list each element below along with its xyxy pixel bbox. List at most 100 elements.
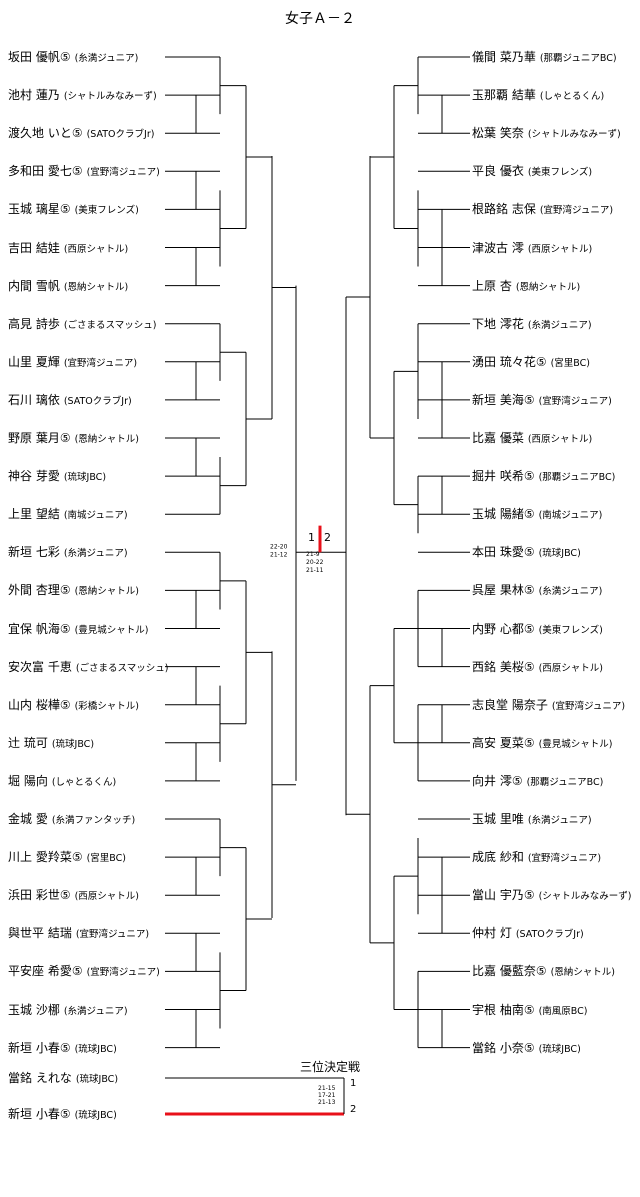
player-name: 浜田 彩世⑤ xyxy=(8,888,71,903)
player-name: 玉那覇 結華 xyxy=(472,88,536,103)
player-name: 神谷 芽愛 xyxy=(8,469,60,484)
right-entrant-23: 當山 宇乃⑤(シャトルみなみーず) xyxy=(472,888,632,904)
left-entrant-13: 上里 望結(南城ジュニア) xyxy=(8,507,128,523)
club-name: (琉球JBC) xyxy=(74,1043,117,1055)
left-entrant-11: 野原 葉月⑤(恩納シャトル) xyxy=(8,431,139,447)
left-entrant-21: 金城 愛(糸満ファンタッチ) xyxy=(8,812,135,828)
right-entrant-12: 掘井 咲希⑤(那覇ジュニアBC) xyxy=(472,469,615,485)
club-name: (SATOクラブJr) xyxy=(63,395,132,407)
club-name: (SATOクラブJr) xyxy=(86,129,155,141)
club-name: (宜野湾ジュニア) xyxy=(75,929,150,941)
club-name: (美東フレンズ) xyxy=(74,205,139,217)
player-name: 掘井 咲希⑤ xyxy=(472,469,535,484)
final-game-score: 21-12 xyxy=(270,551,288,558)
right-entrant-22: 成底 紗和(宜野湾ジュニア) xyxy=(472,850,601,866)
final-game-score: 20-22 xyxy=(306,559,324,566)
left-entrant-20: 堀 陽向(しゃとるくん) xyxy=(8,774,116,790)
right-entrant-20: 向井 澪⑤(那覇ジュニアBC) xyxy=(472,774,603,790)
player-name: 玉城 沙梛 xyxy=(8,1002,60,1017)
left-entrant-6: 吉田 結娃(西原シャトル) xyxy=(8,241,128,257)
club-name: (宜野湾ジュニア) xyxy=(63,357,138,369)
third-place-entrant-1: 當銘 えれな(琉球JBC) xyxy=(8,1071,118,1087)
player-name: 本田 珠愛⑤ xyxy=(472,545,535,560)
player-name: 當銘 えれな xyxy=(8,1071,72,1085)
player-name: 儀間 菜乃華 xyxy=(472,50,536,64)
club-name: (南城ジュニア) xyxy=(63,510,128,522)
club-name: (恩納シャトル) xyxy=(74,586,139,598)
third-place-game-score: 21-15 xyxy=(318,1085,336,1092)
club-name: (那覇ジュニアBC) xyxy=(526,776,604,788)
left-entrant-18: 山内 桜樺⑤(彩橋シャトル) xyxy=(8,698,139,714)
player-name: 新垣 小春⑤ xyxy=(8,1107,71,1121)
final-game-score: 22-20 xyxy=(270,543,288,550)
left-entrant-7: 内間 雪帆(恩納シャトル) xyxy=(8,279,128,295)
left-entrant-14: 新垣 七彩(糸満ジュニア) xyxy=(8,545,128,561)
right-entrant-10: 新垣 美海⑤(宜野湾ジュニア) xyxy=(472,393,612,409)
club-name: (美東フレンズ) xyxy=(538,624,603,636)
left-entrant-27: 新垣 小春⑤(琉球JBC) xyxy=(8,1041,117,1057)
player-name: 川上 愛羚菜⑤ xyxy=(8,850,83,865)
right-entrant-19: 高安 夏菜⑤(豊見城シャトル) xyxy=(472,736,613,752)
club-name: (南風原BC) xyxy=(538,1005,588,1017)
right-entrant-13: 玉城 陽緒⑤(南城ジュニア) xyxy=(472,507,602,523)
club-name: (彩橋シャトル) xyxy=(74,700,139,712)
player-name: 多和田 愛七⑤ xyxy=(8,164,83,179)
right-entrant-1: 儀間 菜乃華(那覇ジュニアBC) xyxy=(472,50,617,66)
club-name: (琉球JBC) xyxy=(74,1110,117,1121)
player-name: 石川 璃依 xyxy=(8,392,60,407)
player-name: 西銘 美桜⑤ xyxy=(472,659,535,674)
right-entrant-27: 當銘 小奈⑤(琉球JBC) xyxy=(472,1041,581,1057)
left-entrant-8: 高見 詩歩(ごさまるスマッシュ) xyxy=(8,317,156,333)
final-left-score: 1 xyxy=(308,531,315,544)
club-name: (那覇ジュニアBC) xyxy=(538,472,616,484)
club-name: (しゃとるくん) xyxy=(51,776,117,788)
club-name: (宜野湾ジュニア) xyxy=(86,967,160,979)
club-name: (恩納シャトル) xyxy=(63,281,129,293)
left-entrant-17: 安次富 千恵(ごさまるスマッシュ) xyxy=(8,660,168,676)
club-name: (琉球JBC) xyxy=(75,1074,119,1085)
player-name: 野原 葉月⑤ xyxy=(8,431,71,445)
club-name: (ごさまるスマッシュ) xyxy=(63,319,157,331)
page-title: 女子Ａ－２ xyxy=(285,11,355,27)
player-name: 仲村 灯 xyxy=(472,926,512,941)
player-name: 當山 宇乃⑤ xyxy=(472,888,535,903)
player-name: 宜保 帆海⑤ xyxy=(8,621,71,636)
club-name: (シャトルみなみーず) xyxy=(527,129,621,141)
player-name: 當銘 小奈⑤ xyxy=(472,1040,535,1055)
club-name: (西原シャトル) xyxy=(74,891,139,903)
right-entrant-17: 西銘 美桜⑤(西原シャトル) xyxy=(472,660,603,676)
club-name: (宮里BC) xyxy=(86,853,126,865)
right-entrant-18: 志良堂 陽奈子(宜野湾ジュニア) xyxy=(472,698,625,714)
player-name: 比嘉 優藍奈⑤ xyxy=(472,964,547,979)
left-entrant-2: 池村 蓮乃(シャトルみなみーず) xyxy=(8,88,157,104)
right-entrant-21: 玉城 里唯(糸満ジュニア) xyxy=(472,812,592,828)
right-entrant-11: 比嘉 優菜(西原シャトル) xyxy=(472,431,592,447)
player-name: 呉屋 果林⑤ xyxy=(472,583,535,598)
right-entrant-16: 内野 心都⑤(美東フレンズ) xyxy=(472,622,603,638)
final-game-score: 21-11 xyxy=(306,567,324,574)
club-name: (糸満ジュニア) xyxy=(527,815,592,826)
player-name: 新垣 七彩 xyxy=(8,545,60,560)
club-name: (恩納シャトル) xyxy=(74,434,139,445)
club-name: (美東フレンズ) xyxy=(527,167,593,179)
player-name: 渡久地 いと⑤ xyxy=(8,126,83,141)
club-name: (しゃとるくん) xyxy=(539,91,605,103)
player-name: 内間 雪帆 xyxy=(8,278,60,293)
right-entrant-15: 呉屋 果林⑤(糸満ジュニア) xyxy=(472,583,602,599)
club-name: (西原シャトル) xyxy=(527,243,593,255)
club-name: (西原シャトル) xyxy=(538,662,603,674)
player-name: 内野 心都⑤ xyxy=(472,621,535,636)
club-name: (SATOクラブJr) xyxy=(515,929,584,941)
player-name: 玉城 里唯 xyxy=(472,812,524,826)
player-name: 宇根 柚南⑤ xyxy=(472,1002,535,1017)
player-name: 比嘉 優菜 xyxy=(472,431,524,445)
left-entrant-23: 浜田 彩世⑤(西原シャトル) xyxy=(8,888,139,904)
club-name: (ごさまるスマッシュ) xyxy=(75,662,169,674)
right-entrant-25: 比嘉 優藍奈⑤(恩納シャトル) xyxy=(472,964,615,980)
club-name: (糸満ジュニア) xyxy=(527,319,592,331)
player-name: 安次富 千恵 xyxy=(8,659,72,674)
player-name: 志良堂 陽奈子 xyxy=(472,697,548,712)
club-name: (西原シャトル) xyxy=(63,243,129,255)
club-name: (宜野湾ジュニア) xyxy=(86,167,160,179)
third-place-game-score: 17-21 xyxy=(318,1092,336,1099)
